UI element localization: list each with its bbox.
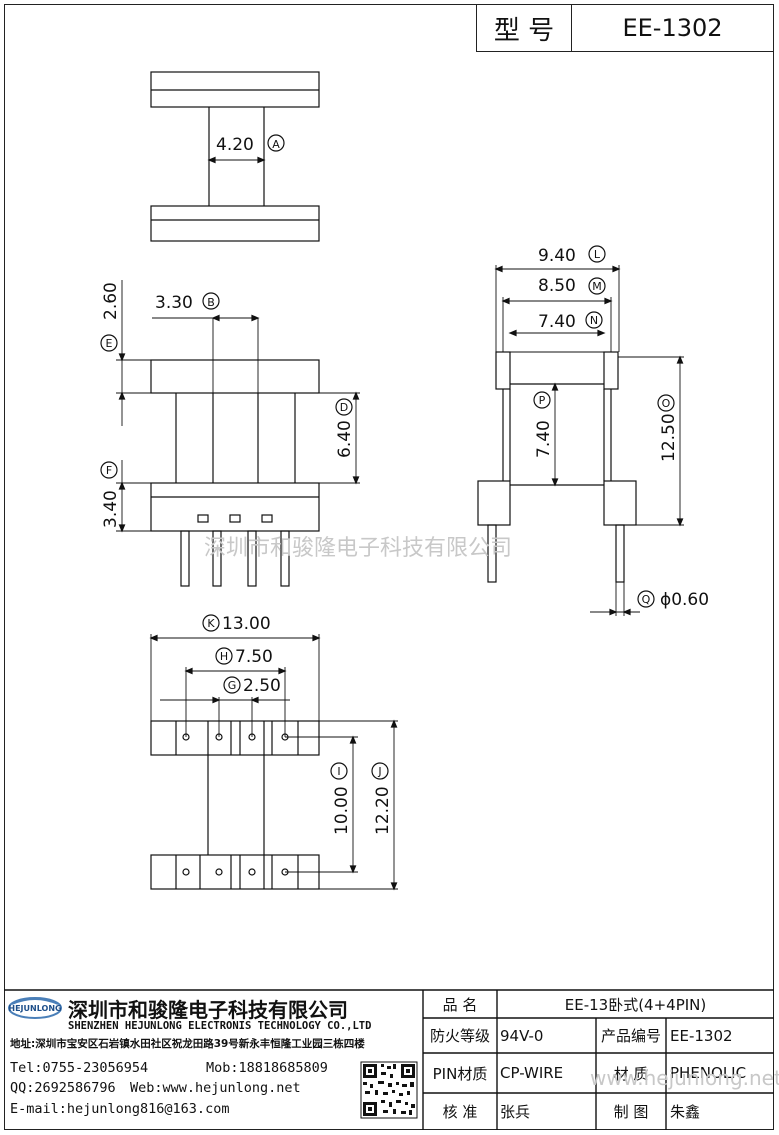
- dim-p-mark: P: [539, 394, 546, 407]
- code-value: EE-1302: [670, 1026, 733, 1045]
- top-view: 4.20 A: [150, 71, 320, 242]
- dim-e-mark: E: [106, 337, 113, 350]
- dim-h-mark: H: [220, 650, 228, 663]
- draw-label: 制 图: [613, 1103, 649, 1121]
- dim-k-value: 13.00: [222, 614, 271, 634]
- dim-l-value: 9.40: [538, 246, 576, 266]
- dim-e-value: 2.60: [101, 282, 121, 320]
- dim-a-mark: A: [272, 138, 280, 151]
- dim-d-value: 6.40: [335, 420, 355, 458]
- dim-n-value: 7.40: [538, 312, 576, 332]
- company-mob: Mob:18818685809: [206, 1060, 328, 1076]
- dim-m-value: 8.50: [538, 276, 576, 296]
- dim-o-mark: O: [662, 397, 671, 410]
- logo-text: HEJUNLONG: [8, 1004, 61, 1013]
- company-name-en: SHENZHEN HEJUNLONG ELECTRONIS TECHNOLOGY…: [68, 1020, 372, 1032]
- side-view: 9.40 L 8.50 M 7.40 N 7.40 P 12.50 O: [477, 245, 709, 616]
- dim-h-value: 7.50: [235, 647, 273, 667]
- name-label: 品 名: [442, 995, 478, 1014]
- dim-b-value: 3.30: [155, 293, 193, 313]
- company-tel: Tel:0755-23056954: [10, 1060, 149, 1076]
- dim-a-value: 4.20: [216, 135, 254, 155]
- dim-j-value: 12.20: [373, 786, 393, 835]
- check-label: 核 准: [442, 1103, 478, 1121]
- material-value: PHENOLIC: [670, 1064, 747, 1082]
- dim-n-mark: N: [590, 314, 598, 327]
- company-address: 地址:深圳市宝安区石岩镇水田社区祝龙田路39号新永丰恒隆工业园三栋四楼: [10, 1038, 365, 1050]
- title-block-grid: [4, 989, 774, 1130]
- fire-value: 94V-0: [500, 1026, 544, 1045]
- dim-k-mark: K: [207, 617, 215, 630]
- company-email: E-mail:hejunlong816@163.com: [10, 1101, 230, 1117]
- dim-f-mark: F: [106, 464, 112, 477]
- pin-label: PIN材质: [432, 1064, 488, 1083]
- dim-f-value: 3.40: [101, 490, 121, 528]
- drawing-frame: [4, 4, 774, 1130]
- dim-d-mark: D: [340, 401, 348, 414]
- dim-b-mark: B: [207, 296, 215, 309]
- model-value: EE-1302: [571, 4, 774, 52]
- front-view: 3.30 B 2.60 E 6.40 D 3.40 F: [100, 280, 360, 587]
- check-value: 张兵: [500, 1103, 531, 1121]
- bottom-view: K 13.00 H 7.50 G 2.50 10.00 I 12.20 J: [149, 614, 398, 891]
- dim-i-value: 10.00: [332, 786, 352, 835]
- draw-value: 朱鑫: [670, 1103, 701, 1121]
- dim-g-value: 2.50: [243, 676, 281, 696]
- company-qq: QQ:2692586796: [10, 1080, 116, 1096]
- name-value: EE-13卧式(4+4PIN): [564, 995, 707, 1014]
- dim-m-mark: M: [592, 280, 602, 293]
- dim-q-mark: Q: [642, 593, 651, 606]
- qr-code: [360, 1061, 418, 1119]
- code-label: 产品编号: [600, 1027, 661, 1045]
- dim-p-value: 7.40: [534, 420, 554, 458]
- fire-label: 防火等级: [429, 1027, 490, 1045]
- dim-i-mark: I: [337, 765, 340, 778]
- pin-value: CP-WIRE: [500, 1064, 564, 1082]
- model-label: 型 号: [476, 4, 572, 52]
- dim-l-mark: L: [594, 248, 601, 261]
- dim-o-value: 12.50: [659, 413, 679, 462]
- dim-q-value: ϕ0.60: [660, 590, 709, 610]
- dim-j-mark: J: [377, 765, 381, 778]
- dim-g-mark: G: [228, 679, 237, 692]
- company-name-cn: 深圳市和骏隆电子科技有限公司: [68, 998, 348, 1022]
- company-logo: HEJUNLONG: [8, 997, 62, 1019]
- company-web: Web:www.hejunlong.net: [130, 1080, 301, 1096]
- material-label: 材 质: [613, 1064, 649, 1083]
